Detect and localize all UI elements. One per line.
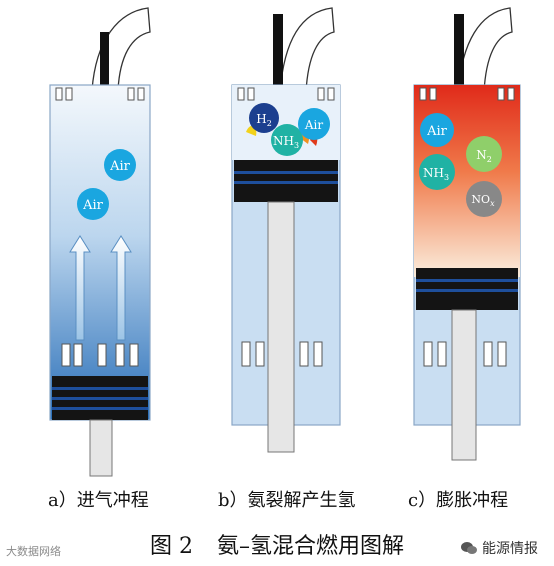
molecule-air-b: Air xyxy=(304,118,324,132)
molecule-nh3-b: NH3 xyxy=(273,134,299,150)
molecule-air-a2: Air xyxy=(82,198,104,213)
caption-panel-c: c）膨胀冲程 xyxy=(408,490,509,511)
wechat-icon xyxy=(461,542,477,554)
caption-panel-a: a）进气冲程 xyxy=(48,490,149,511)
molecule-air-c: Air xyxy=(426,124,448,139)
panel-a-intake: Air Air xyxy=(49,7,151,477)
figure-title-text: 氨–氢混合燃用图解 xyxy=(217,534,405,559)
figure-title: 图 2 氨–氢混合燃用图解 xyxy=(150,528,404,560)
caption-panel-b: b）氨裂解产生氢 xyxy=(218,490,356,511)
watermark-right-text: 能源情报 xyxy=(482,541,538,557)
panel-c-expansion: Air N2 NH3 NOx xyxy=(413,7,521,461)
figure-number: 图 2 xyxy=(150,534,193,559)
molecule-nox: NOx xyxy=(471,193,495,208)
molecule-n2: N2 xyxy=(476,148,492,164)
engine-cycle-diagram: Air Air H2 NH3 Air xyxy=(49,7,521,477)
molecule-nh3-c: NH3 xyxy=(423,166,449,182)
panel-b-cracking: H2 NH3 Air xyxy=(231,7,341,453)
watermark-right: 能源情报 xyxy=(460,538,538,558)
molecule-h2: H2 xyxy=(256,112,272,128)
molecule-air-a1: Air xyxy=(109,159,131,174)
watermark-left: 大数据网络 xyxy=(6,545,61,558)
